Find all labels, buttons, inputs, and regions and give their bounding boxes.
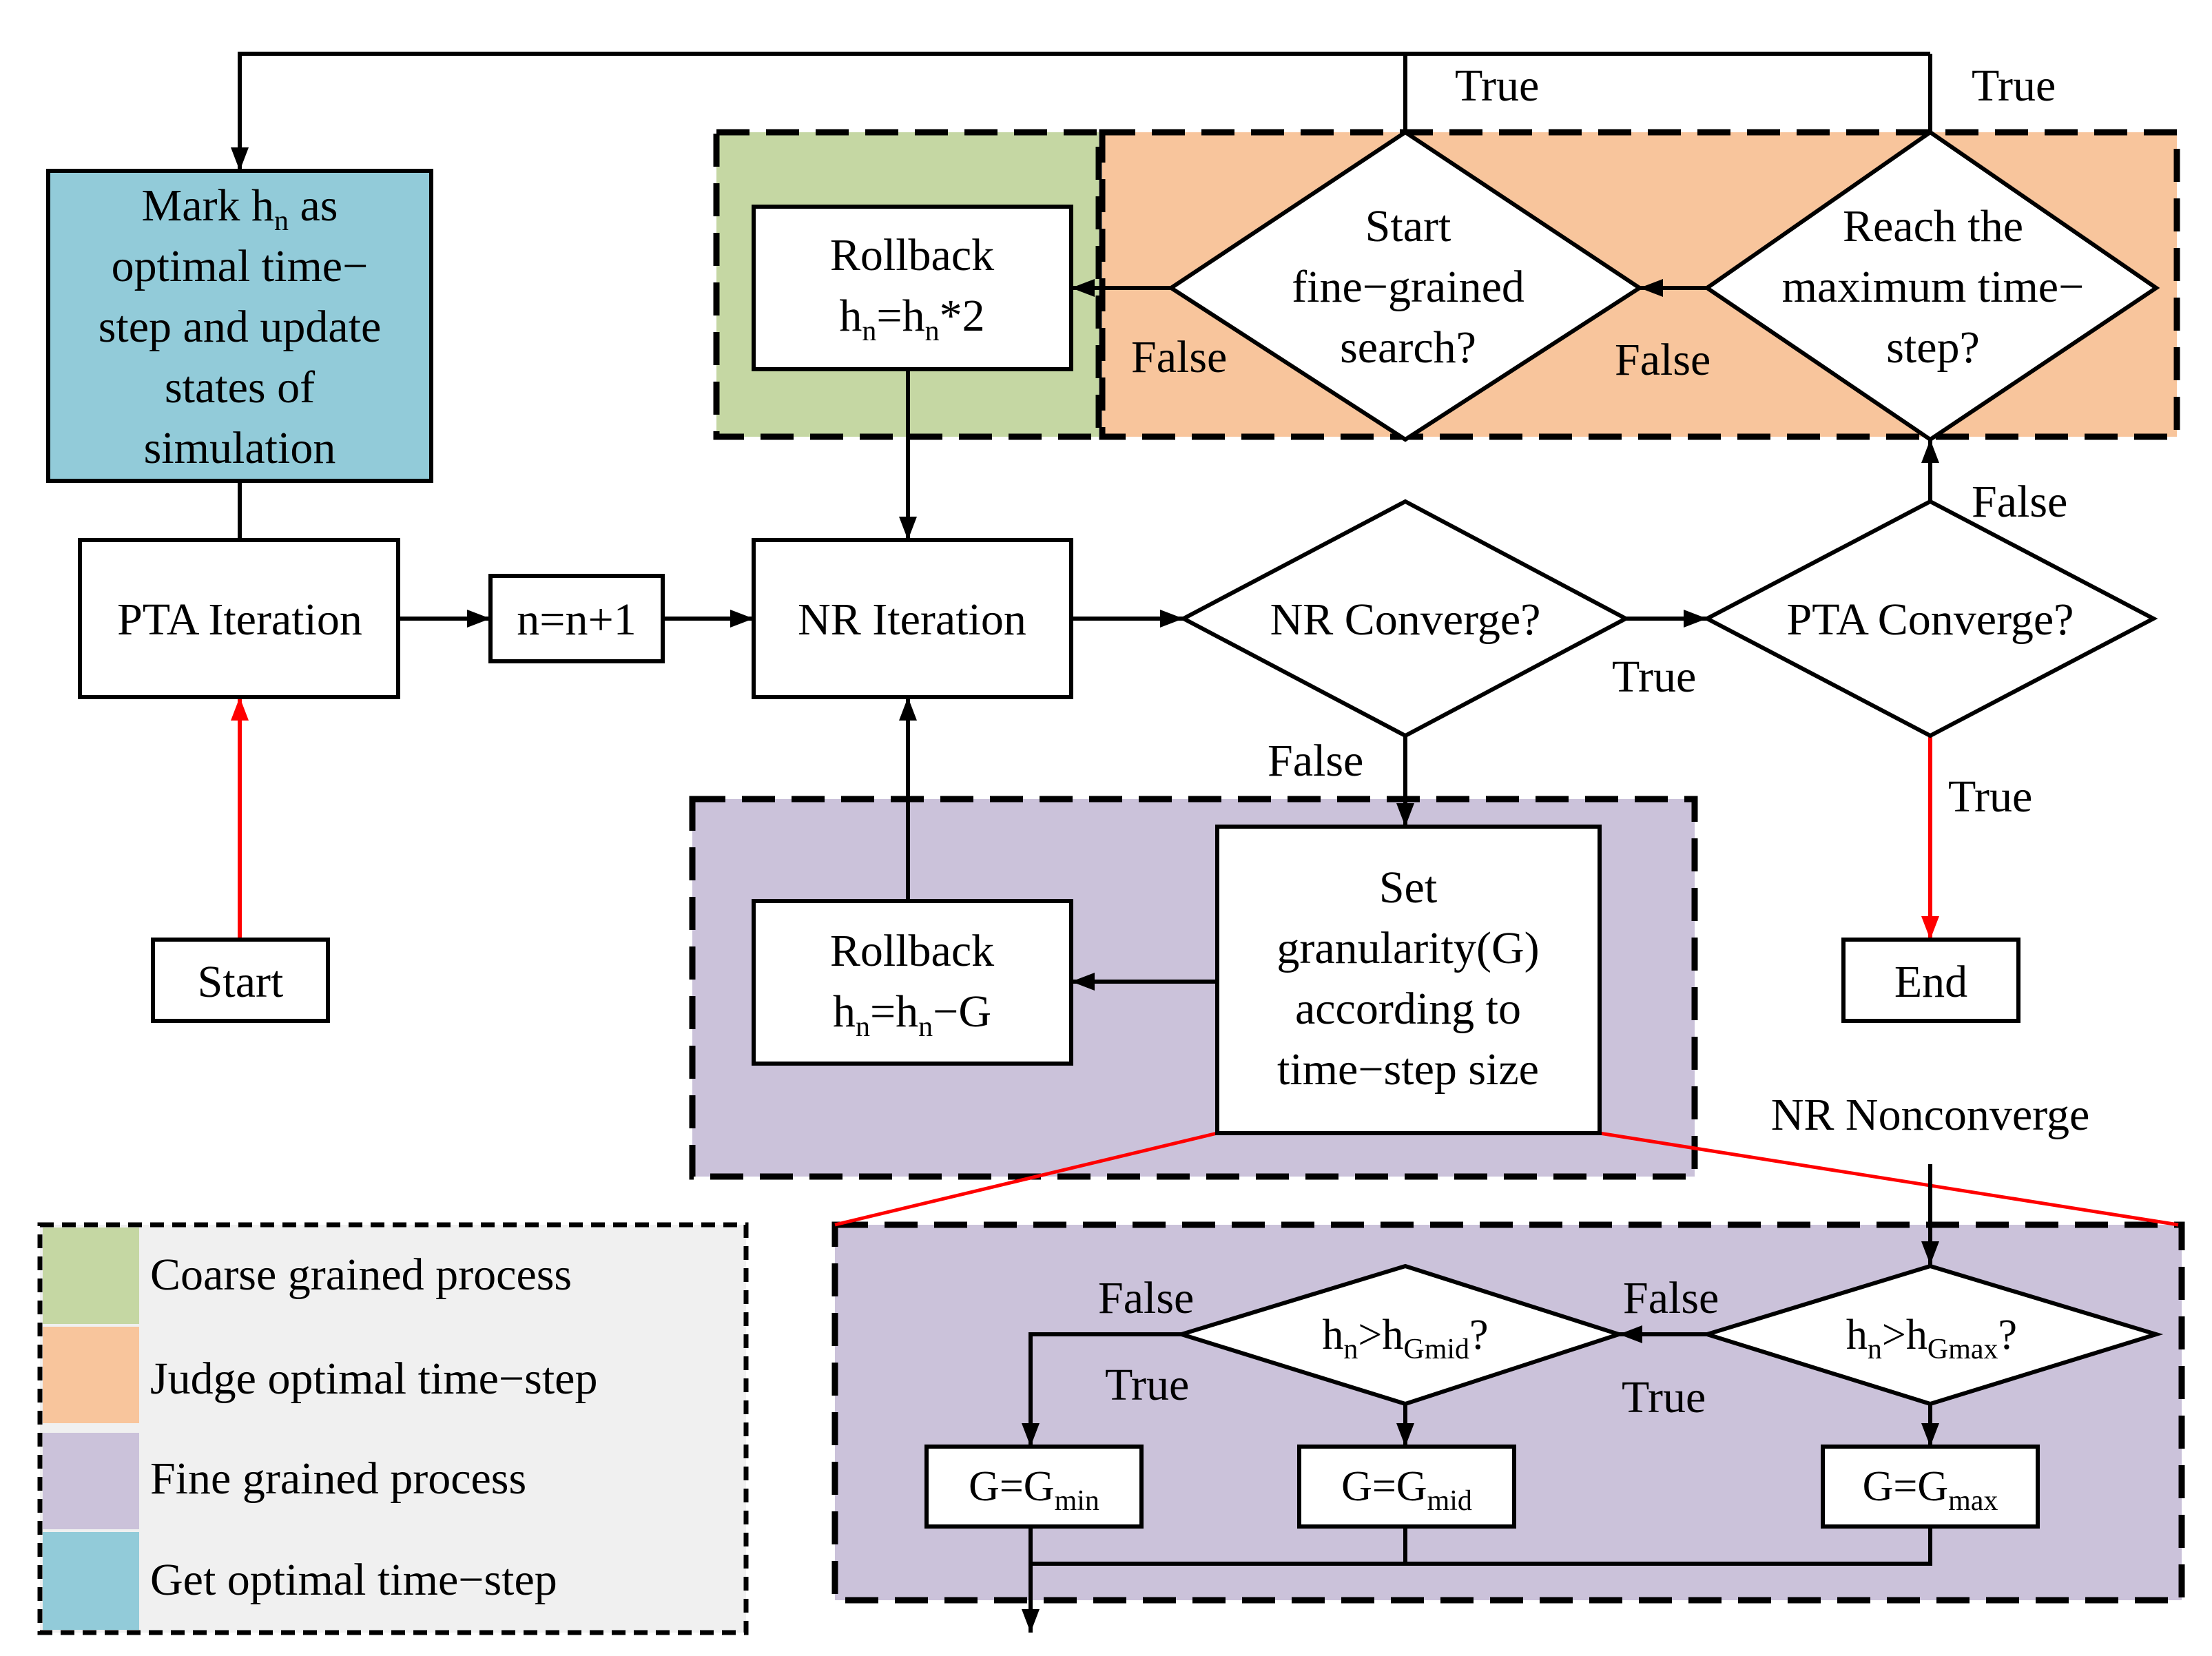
g-mid-label: G=Gmid	[1341, 1463, 1472, 1517]
legend-swatch-fine	[43, 1433, 139, 1529]
start-fine-search-diamond	[1167, 130, 1644, 442]
rollback-top-title: Rollback	[830, 230, 994, 280]
label-true-gmin: True	[1105, 1360, 1189, 1410]
legend-label-optimal: Get optimal time−step	[150, 1555, 557, 1605]
pta-iteration-box	[78, 538, 400, 699]
mark-optimal-line3: step and update	[99, 302, 382, 352]
label-false-reach-max: False	[1615, 335, 1710, 385]
end-box	[1841, 938, 2020, 1023]
nr-iteration-label: NR Iteration	[798, 594, 1026, 645]
rollback-top-box	[752, 205, 1073, 371]
legend-label-judge: Judge optimal time−step	[150, 1354, 597, 1404]
legend-label-fine: Fine grained process	[150, 1453, 526, 1504]
legend-frame	[37, 1222, 749, 1635]
reach-max-line2: maximum time−	[1782, 262, 2085, 312]
gmid-false-arrow	[1022, 1332, 1181, 1447]
mark-optimal-box	[46, 169, 433, 483]
label-false-gmax: False	[1623, 1273, 1719, 1323]
loop-top-connector	[231, 52, 1407, 171]
legend-swatch-coarse	[43, 1228, 139, 1324]
gmid-diamond	[1174, 1263, 1626, 1407]
start-box	[151, 938, 330, 1023]
start-label: Start	[198, 957, 284, 1007]
merge-connector	[1031, 1526, 1932, 1566]
rollback-bottom-title: Rollback	[830, 926, 994, 976]
mark-optimal-line1: Mark hn as	[142, 180, 338, 237]
pta-converge-diamond	[1702, 499, 2158, 738]
legend-swatch-optimal	[43, 1532, 139, 1630]
increment-box	[488, 574, 665, 663]
label-false-gmid: False	[1098, 1273, 1194, 1323]
zoom-line-right	[1599, 1131, 2179, 1227]
legend-swatch-judge	[43, 1327, 139, 1423]
nr-converge-diamond	[1179, 499, 1631, 738]
mark-optimal-line4: states of	[165, 362, 315, 413]
mark-optimal-line2: optimal time−	[112, 241, 369, 291]
g-min-box	[924, 1445, 1144, 1529]
gmax-label: hn>hGmax?	[1846, 1312, 2017, 1365]
legend: Coarse grained process Judge optimal tim…	[37, 1222, 749, 1635]
nr-nonconverge-label: NR Nonconverge	[1771, 1090, 2090, 1140]
label-true-nr-converge: True	[1612, 652, 1696, 702]
label-false-fine-search: False	[1131, 332, 1227, 382]
set-granularity-box	[1215, 825, 1602, 1135]
set-granularity-line3: according to	[1295, 984, 1521, 1034]
rollback-bottom-formula: hn=hn−G	[833, 986, 991, 1043]
label-false-nr-converge: False	[1268, 736, 1363, 786]
set-granularity-line4: time−step size	[1277, 1044, 1539, 1095]
label-true-fine-search: True	[1455, 61, 1539, 111]
g-max-box	[1821, 1445, 2040, 1529]
nr-iteration-box	[752, 538, 1073, 699]
g-max-label: G=Gmax	[1863, 1463, 1998, 1517]
start-fine-search-line1: Start	[1365, 201, 1451, 251]
reach-max-line1: Reach the	[1843, 201, 2023, 251]
g-min-label: G=Gmin	[969, 1463, 1099, 1517]
mark-optimal-line5: simulation	[144, 423, 336, 473]
gmax-diamond	[1699, 1263, 2164, 1407]
reach-max-diamond	[1703, 130, 2160, 442]
start-fine-search-line2: fine−grained	[1292, 262, 1524, 312]
label-true-pta-converge: True	[1948, 772, 2032, 822]
set-granularity-line1: Set	[1379, 862, 1437, 913]
g-mid-box	[1297, 1445, 1516, 1529]
zoom-line-left	[834, 1131, 1218, 1227]
set-granularity-line2: granularity(G)	[1276, 923, 1539, 973]
gmid-label: hn>hGmid?	[1322, 1312, 1488, 1365]
increment-label: n=n+1	[517, 594, 636, 645]
pta-converge-label: PTA Converge?	[1787, 594, 2074, 645]
rollback-bottom-box	[752, 899, 1073, 1066]
legend-label-coarse: Coarse grained process	[150, 1250, 572, 1300]
rollback-top-formula: hn=hn*2	[839, 291, 984, 347]
start-fine-search-line3: search?	[1340, 322, 1476, 373]
label-true-gmid: True	[1622, 1372, 1706, 1422]
pta-iteration-label: PTA Iteration	[117, 594, 362, 645]
label-false-pta-converge: False	[1972, 477, 2067, 527]
reach-max-line3: step?	[1886, 322, 1980, 373]
end-label: End	[1894, 957, 1967, 1007]
nr-converge-label: NR Converge?	[1270, 594, 1541, 645]
label-true-reach-max: True	[1972, 61, 2056, 111]
